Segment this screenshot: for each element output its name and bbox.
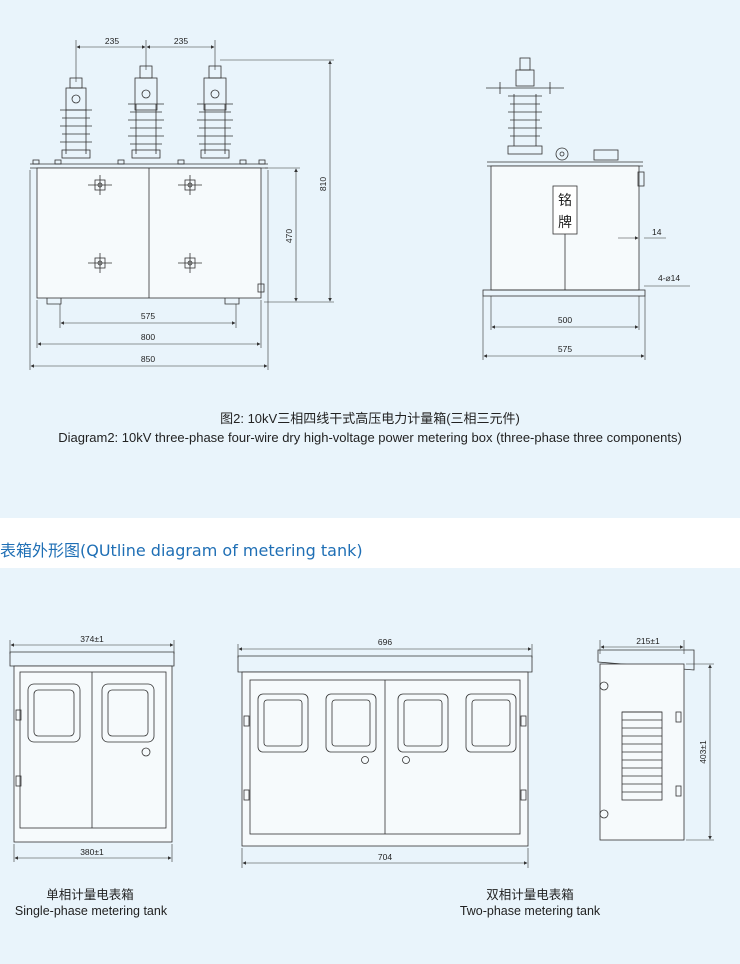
window-marks [88,175,202,273]
side-view-dimensions [482,236,690,360]
bushing-2 [128,65,164,159]
dim-side-top: 215±1 [636,636,660,646]
dim-width-575-side: 575 [558,344,572,354]
side-view [482,57,646,297]
double-tank [237,655,533,847]
dim-double-top: 696 [378,637,392,647]
single-tank-label-cn: 单相计量电表箱 [46,888,134,902]
dim-height-body: 470 [284,229,294,243]
front-view-dimensions [29,40,334,370]
dim-width-500: 500 [558,315,572,325]
caption-cn: 图2: 10kV三相四线干式高压电力计量箱(三相三元件) [220,411,520,426]
dim-bushing-spacing-1: 235 [105,36,119,46]
dim-single-top: 374±1 [80,634,104,644]
section-title-bar [0,518,740,568]
dim-width-800: 800 [141,332,155,342]
double-tank-label-en: Two-phase metering tank [459,904,601,918]
single-tank [9,651,175,843]
side-tank [597,649,695,841]
dim-double-bottom: 704 [378,852,392,862]
dim-width-575-front: 575 [141,311,155,321]
dim-height-total: 810 [318,177,328,191]
single-tank-label-en: Single-phase metering tank [14,904,168,918]
nameplate-char-2: 牌 [558,214,572,230]
bushing-1 [60,77,92,159]
dim-side-height: 403±1 [698,740,708,764]
section-title: 表箱外形图(QUtline diagram of metering tank) [0,541,363,560]
dim-offset-14: 14 [652,227,662,237]
nameplate-char-1: 铭 [558,192,572,208]
bushing-3 [197,65,233,159]
dim-bushing-spacing-2: 235 [174,36,188,46]
front-view [30,65,268,305]
dim-holes: 4-⌀14 [658,273,680,283]
dim-single-bottom: 380±1 [80,847,104,857]
dim-width-850: 850 [141,354,155,364]
caption-en: Diagram2: 10kV three-phase four-wire dry… [58,430,682,445]
double-tank-label-cn: 双相计量电表箱 [486,888,574,902]
